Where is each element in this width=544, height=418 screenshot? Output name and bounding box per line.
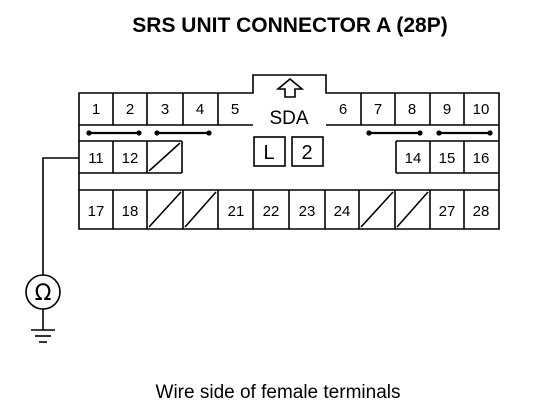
lock-box-left [253, 136, 286, 167]
terminal-7: 7 [374, 101, 382, 118]
terminal-11: 11 [88, 150, 104, 167]
ground-icon [31, 329, 55, 343]
terminal-22: 22 [263, 203, 280, 220]
empty-terminal-26 [396, 191, 429, 228]
terminal-8: 8 [408, 101, 416, 118]
empty-terminal-19 [148, 191, 182, 228]
ohm-symbol: Ω [35, 281, 52, 306]
terminal-6: 6 [339, 101, 347, 118]
up-arrow-icon [275, 77, 305, 98]
empty-terminal-25 [360, 191, 394, 228]
diagram-title: SRS UNIT CONNECTOR A (28P) [132, 14, 447, 37]
terminal-15: 15 [439, 150, 456, 167]
connector-outline [78, 74, 500, 230]
lock-label-left: L [263, 142, 274, 164]
terminal-3: 3 [161, 101, 169, 118]
terminal-9: 9 [443, 101, 451, 118]
terminal-2: 2 [126, 101, 134, 118]
terminal-14: 14 [405, 150, 422, 167]
terminal-1: 1 [92, 101, 100, 118]
terminal-4: 4 [196, 101, 204, 118]
terminal-16: 16 [473, 150, 490, 167]
lock-label-right: 2 [301, 142, 312, 164]
terminal-10: 10 [473, 101, 490, 118]
terminal-21: 21 [228, 203, 245, 220]
connector-label: SDA [269, 108, 308, 129]
empty-terminal-13 [148, 142, 181, 172]
terminal-23: 23 [299, 203, 316, 220]
terminal-27: 27 [439, 203, 456, 220]
diagram-caption: Wire side of female terminals [156, 382, 401, 403]
lock-box-right [291, 136, 324, 167]
empty-terminal-20 [184, 191, 217, 228]
test-lead [42, 157, 79, 275]
terminal-28: 28 [473, 203, 490, 220]
terminal-12: 12 [122, 150, 139, 167]
terminal-5: 5 [231, 101, 239, 118]
terminal-24: 24 [334, 203, 351, 220]
terminal-17: 17 [88, 203, 105, 220]
terminal-18: 18 [122, 203, 139, 220]
